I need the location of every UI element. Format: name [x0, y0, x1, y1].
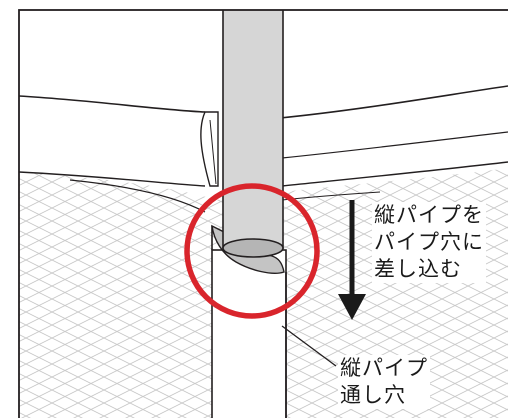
frame-upper-edge [19, 95, 206, 113]
insert-instruction-line-2: パイプ穴に [374, 230, 484, 254]
pipe-hole-line-2: 通し穴 [340, 383, 406, 407]
frame-upper-edge-right [279, 85, 508, 119]
pipe-sleeve [211, 249, 287, 418]
pipe-end [222, 238, 284, 258]
net-hem-right [281, 161, 508, 187]
insert-instruction-line-3: 差し込む [374, 257, 462, 281]
net-hem-left [19, 171, 206, 187]
net-hem-right-inner [281, 131, 508, 159]
vertical-pipe [222, 10, 284, 249]
net-drape-left [69, 179, 206, 213]
bracket-fold [200, 111, 219, 187]
frame-border [18, 9, 508, 418]
red-circle-highlight [184, 183, 320, 319]
arrow-down-icon [338, 200, 366, 320]
insert-instruction-line-1: 縦パイプを [374, 203, 484, 227]
pipe-hole-leader [281, 325, 337, 367]
insert-instruction-callout: 縦パイプを パイプ穴に 差し込む [372, 202, 486, 283]
pipe-hole-callout: 縦パイプ 通し穴 [338, 355, 430, 409]
pipe-hole-line-1: 縦パイプ [340, 356, 428, 380]
